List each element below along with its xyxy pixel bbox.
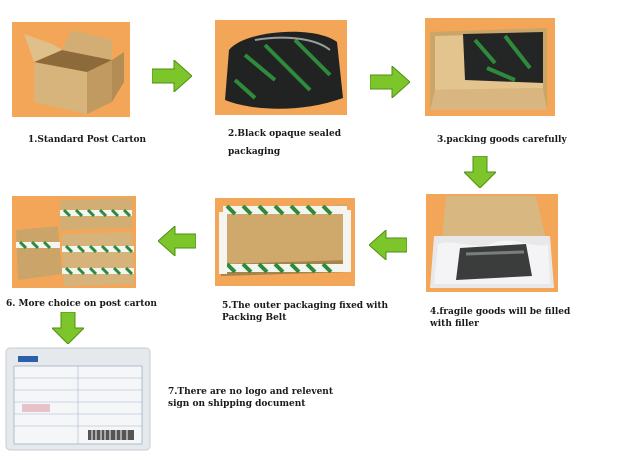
step7-photo bbox=[4, 346, 152, 452]
step2-caption-line2: packaging bbox=[228, 147, 281, 157]
step6-caption: 6. More choice on post carton bbox=[6, 299, 157, 309]
step6-photo bbox=[12, 196, 136, 288]
arrow-left-icon bbox=[368, 228, 408, 264]
step7-caption-line2: sign on shipping document bbox=[168, 399, 306, 409]
step5-caption-line2: Packing Belt bbox=[222, 313, 287, 323]
step5-caption-line1: 5.The outer packaging fixed with bbox=[222, 301, 389, 311]
arrow-right-icon bbox=[151, 58, 193, 96]
step4-photo bbox=[426, 194, 558, 292]
step4-caption-line2: with filler bbox=[430, 319, 479, 329]
step3-caption: 3.packing goods carefully bbox=[437, 135, 567, 145]
step5-photo bbox=[215, 198, 355, 286]
step2-photo bbox=[215, 20, 347, 115]
arrow-right-icon bbox=[369, 64, 411, 102]
arrow-down-icon bbox=[50, 311, 86, 348]
step3-photo bbox=[425, 18, 555, 116]
step7-caption-line1: 7.There are no logo and relevent bbox=[168, 387, 333, 397]
step1-photo bbox=[12, 22, 130, 117]
step1-caption: 1.Standard Post Carton bbox=[28, 135, 147, 145]
arrow-down-icon bbox=[462, 155, 498, 192]
step4-caption-line1: 4.fragile goods will be filled bbox=[430, 307, 571, 317]
arrow-left-icon bbox=[157, 224, 197, 260]
step2-caption-line1: 2.Black opaque sealed bbox=[228, 129, 341, 139]
